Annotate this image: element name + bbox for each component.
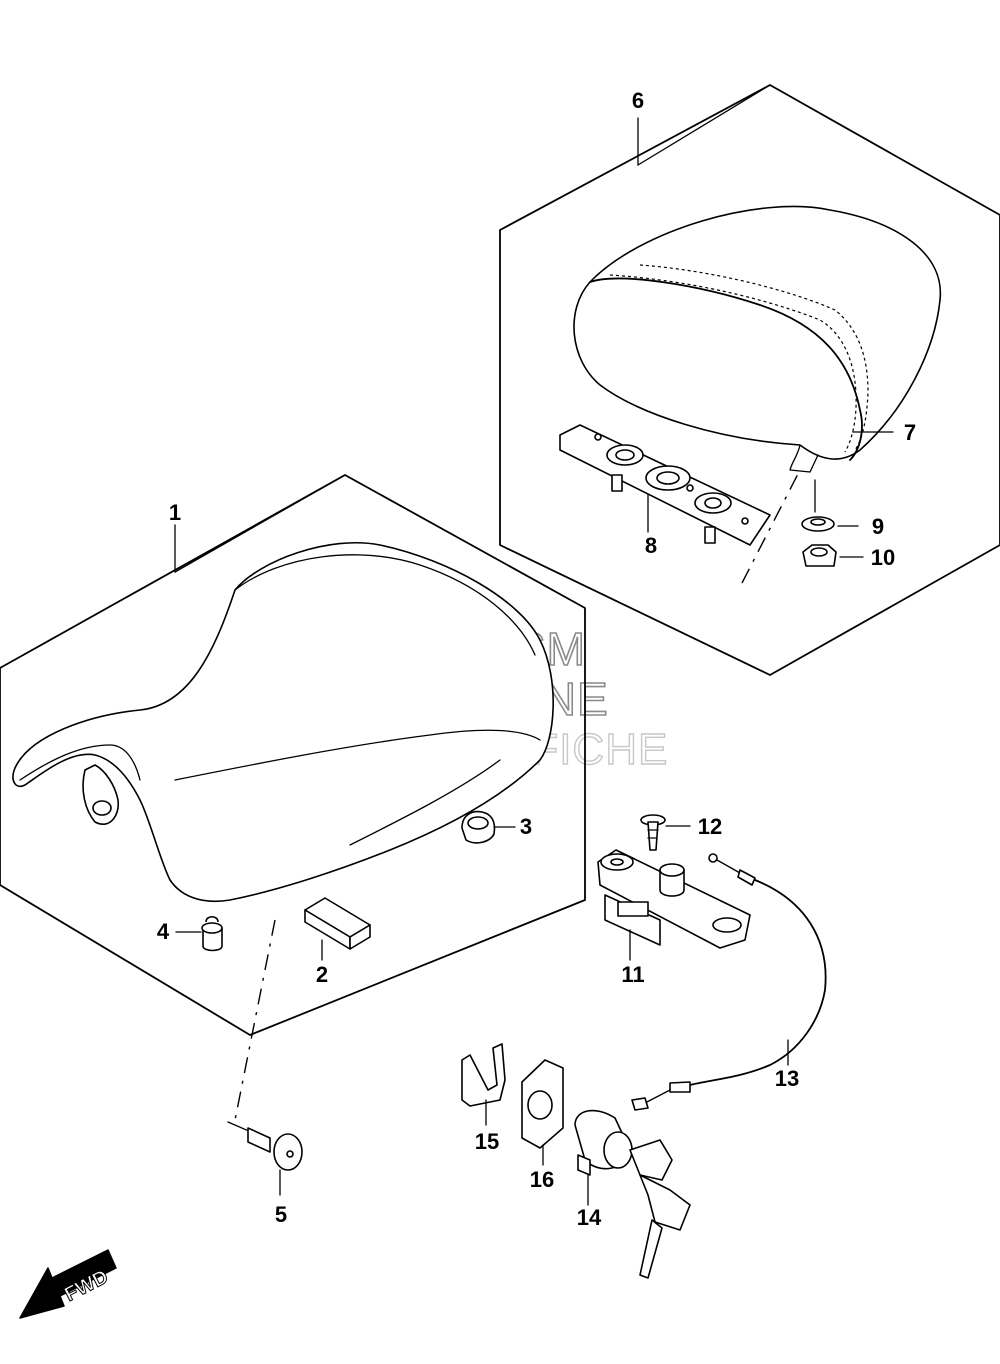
pad-2 xyxy=(304,897,371,961)
callout-6: 6 xyxy=(632,88,644,113)
forward-arrow-icon xyxy=(19,1249,117,1319)
rear-nut xyxy=(802,544,864,567)
forward-direction-badge: FWD xyxy=(19,1249,117,1319)
front-seat-group-outline xyxy=(0,474,586,1036)
callout-2: 2 xyxy=(316,962,328,987)
callout-13: 13 xyxy=(775,1066,799,1091)
plate-16 xyxy=(521,1059,564,1166)
plug-3 xyxy=(461,810,516,844)
rear-seat-group xyxy=(499,84,1000,676)
leader-1-tip xyxy=(174,474,346,573)
cushion-4 xyxy=(175,915,223,952)
callout-7: 7 xyxy=(904,420,916,445)
callout-9: 9 xyxy=(872,514,884,539)
callout-10: 10 xyxy=(871,545,895,570)
seat-lock-11 xyxy=(597,849,751,961)
callout-12: 12 xyxy=(698,814,722,839)
front-seat-cushion xyxy=(12,541,554,1136)
rear-washer xyxy=(801,479,859,532)
rear-seat-group-outline xyxy=(499,84,1000,676)
front-mount-centerline xyxy=(234,919,276,1121)
callout-3: 3 xyxy=(520,814,532,839)
clip-15 xyxy=(461,1043,506,1126)
callout-15: 15 xyxy=(475,1129,499,1154)
rear-seat-bracket xyxy=(559,424,801,584)
callout-16: 16 xyxy=(530,1167,554,1192)
rear-seat-cushion xyxy=(573,205,942,473)
bolt-5 xyxy=(247,1127,303,1196)
callout-14: 14 xyxy=(577,1205,602,1230)
rear-mount-centerline xyxy=(741,469,801,584)
screw-12 xyxy=(640,814,691,851)
lock-cylinder-14 xyxy=(574,1109,691,1279)
callout-8: 8 xyxy=(645,533,657,558)
callout-5: 5 xyxy=(275,1202,287,1227)
callout-1: 1 xyxy=(169,500,181,525)
callout-11: 11 xyxy=(621,962,644,987)
callout-4: 4 xyxy=(157,919,170,944)
front-seat-group xyxy=(0,474,586,1036)
callouts: 1 2 3 4 5 6 7 8 9 10 11 12 13 14 15 16 xyxy=(157,88,916,1230)
seat-lock-cable-13 xyxy=(631,853,827,1111)
leader-6-tip xyxy=(637,84,771,166)
